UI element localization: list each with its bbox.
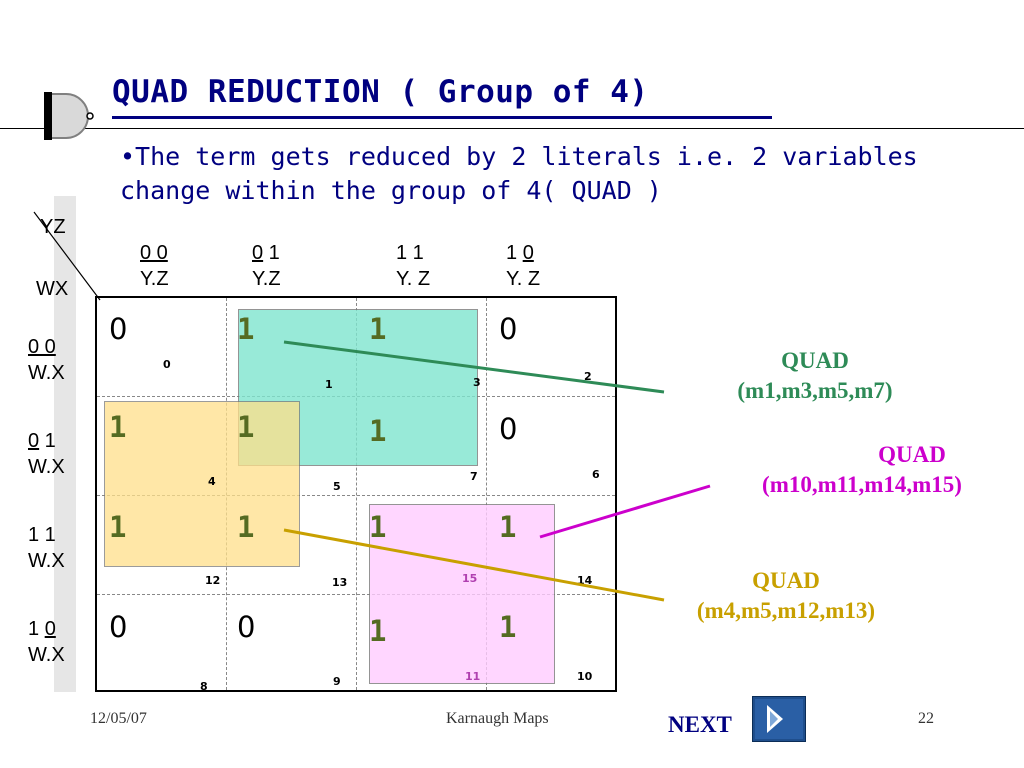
next-button[interactable] [752,696,806,742]
minterm-index: 15 [462,572,478,585]
next-label[interactable]: NEXT [668,712,732,737]
and-gate-icon [44,92,94,140]
grid-line [486,298,487,690]
footer-page-number: 22 [918,710,934,727]
minterm-index: 13 [332,576,348,589]
minterm-index: 5 [333,480,341,493]
cell-value: 0 [109,610,128,644]
row-header-10: 1 0 W.X [28,618,65,666]
slide-title: QUAD REDUCTION ( Group of 4) [112,74,649,110]
corner-label-yz: YZ [40,216,66,238]
cell-value: 0 [499,312,518,346]
connector-line-quad-2 [539,484,711,539]
minterm-index: 2 [584,370,592,383]
quad-terms: (m4,m5,m12,m13) [696,598,876,623]
quad-terms: (m10,m11,m14,m15) [762,472,962,497]
quad-label: QUAD [781,348,849,373]
minterm-index: 9 [333,675,341,688]
left-accent-bar [54,196,76,692]
corner-diagonal [33,211,101,301]
grid-line [356,298,357,690]
minterm-index: 3 [473,376,481,389]
quad-group-m10-m11-m14-m15 [369,504,555,684]
corner-label-wx: WX [36,278,69,300]
minterm-index: 1 [325,378,333,391]
quad-annotation-2: QUAD (m10,m11,m14,m15) [712,440,1012,500]
cell-value: 1 [369,510,387,544]
row-header-00: 0 0 W.X [28,336,65,384]
col-header-11: 1 1 Y. Z [396,242,431,290]
minterm-index: 0 [163,358,171,371]
col-header-00: 0 0 Y.Z [140,242,169,290]
connector-line-quad-1 [283,340,665,394]
quad-annotation-1: QUAD (m1,m3,m5,m7) [700,346,930,406]
quad-annotation-3: QUAD (m4,m5,m12,m13) [656,566,916,626]
cell-value: 1 [369,614,387,648]
minterm-index: 7 [470,470,478,483]
header-divider [0,128,1024,129]
footer-date: 12/05/07 [90,710,147,727]
minterm-index: 8 [200,680,208,693]
cell-value: 1 [109,410,127,444]
title-underline [112,116,772,119]
minterm-index: 10 [577,670,593,683]
cell-value: 1 [499,510,517,544]
quad-terms: (m1,m3,m5,m7) [737,378,893,403]
cell-value: 0 [109,312,128,346]
row-header-01: 0 1 W.X [28,430,65,478]
footer-title: Karnaugh Maps [446,710,549,727]
connector-line-quad-3 [283,528,665,602]
cell-value: 1 [109,510,127,544]
cell-value: 1 [237,510,255,544]
cell-value: 1 [237,410,255,444]
quad-label: QUAD [878,442,946,467]
cell-value: 1 [499,610,517,644]
cell-value: 1 [237,312,255,346]
bullet-text: •The term gets reduced by 2 literals i.e… [120,142,918,205]
minterm-index: 6 [592,468,600,481]
cell-value: 1 [369,312,387,346]
cell-value: 1 [369,414,387,448]
karnaugh-map: 0 0 1 1 1 3 0 2 1 4 1 5 1 7 0 6 1 12 1 1… [95,296,617,693]
cell-value: 0 [499,412,518,446]
col-header-01: 0 1 Y.Z [252,242,281,290]
cell-value: 0 [237,610,256,644]
col-header-10: 1 0 Y. Z [506,242,541,290]
minterm-index: 4 [208,475,216,488]
minterm-index: 11 [465,670,481,683]
row-header-11: 1 1 W.X [28,524,65,572]
quad-group-m4-m5-m12-m13 [104,401,300,567]
quad-label: QUAD [752,568,820,593]
play-arrow-icon [755,699,803,739]
minterm-index: 12 [205,574,221,587]
